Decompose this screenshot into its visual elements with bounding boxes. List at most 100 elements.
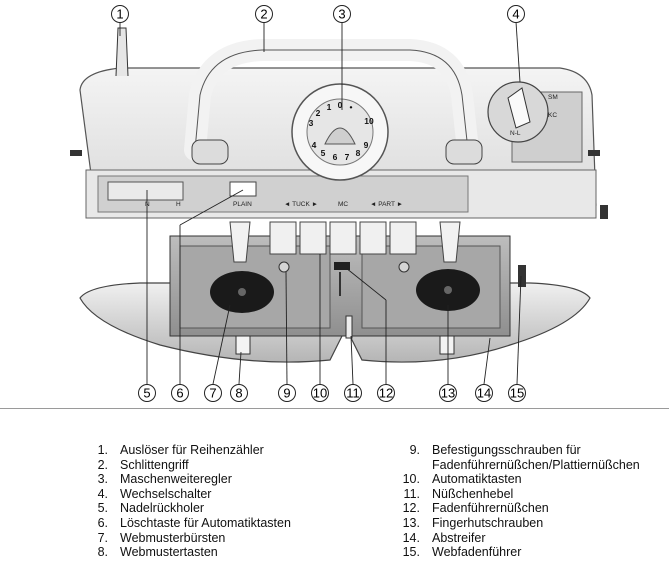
knitting-carriage-figure: N H PLAIN ◄ TUCK ► MC ◄ PART ► SM KC N-L… xyxy=(70,5,608,402)
callout-13: 13 xyxy=(439,384,457,402)
legend-number: 12. xyxy=(402,501,420,516)
label-mc: MC xyxy=(338,201,348,208)
dial-2: 2 xyxy=(316,108,321,118)
legend-text: Maschenweiteregler xyxy=(120,472,232,487)
legend-text: Befestigungsschrauben für xyxy=(432,443,581,457)
dial-7: 7 xyxy=(345,152,350,162)
callout-13-label: 13 xyxy=(441,386,455,401)
callout-8-label: 8 xyxy=(235,386,242,401)
legend-item: 1. Auslöser für Reihenzähler xyxy=(82,443,291,458)
legend-item: 4. Wechselschalter xyxy=(82,487,291,502)
legend-number: 3. xyxy=(97,472,108,487)
callout-5: 5 xyxy=(138,384,156,402)
dial-3: 3 xyxy=(309,118,314,128)
legend-text: Abstreifer xyxy=(432,530,486,545)
legend-number: 2. xyxy=(97,457,108,472)
legend-item: 14. Abstreifer xyxy=(382,531,640,546)
legend-item: 9. Befestigungsschrauben für xyxy=(382,443,640,458)
legend-number: 9. xyxy=(409,443,420,457)
dial-5: 5 xyxy=(321,148,326,158)
legend-number: 7. xyxy=(97,530,108,545)
legend-number: 14. xyxy=(402,530,420,545)
callout-12: 12 xyxy=(377,384,395,402)
dial-9: 9 xyxy=(364,140,369,150)
legend-number: 6. xyxy=(97,515,108,530)
legend-item: 15. Webfadenführer xyxy=(382,545,640,560)
callout-7-label: 7 xyxy=(209,386,216,401)
callout-15: 15 xyxy=(508,384,526,402)
row-counter-release xyxy=(115,27,129,77)
callout-11: 11 xyxy=(344,384,362,402)
legend-number: 5. xyxy=(97,501,108,516)
callout-14-label: 14 xyxy=(477,386,491,401)
label-kc: KC xyxy=(548,112,557,119)
callout-3: 3 xyxy=(333,5,351,23)
callout-9: 9 xyxy=(278,384,296,402)
callout-4-label: 4 xyxy=(512,7,519,22)
label-tuck: ◄ TUCK ► xyxy=(284,201,318,208)
legend-number: 1. xyxy=(97,443,108,457)
label-plain: PLAIN xyxy=(233,201,252,208)
dial-4: 4 xyxy=(312,140,317,150)
legend-item: 11. Nüßchenhebel xyxy=(382,487,640,502)
callout-2-label: 2 xyxy=(260,7,267,22)
callout-15-label: 15 xyxy=(510,386,524,401)
callout-8: 8 xyxy=(230,384,248,402)
legend-text: Fadenführernüßchen xyxy=(432,501,549,516)
callout-12-label: 12 xyxy=(379,386,393,401)
legend-text: Löschtaste für Automatiktasten xyxy=(120,515,291,530)
legend-text: Nüßchenhebel xyxy=(432,486,514,501)
legend-item: 10. Automatiktasten xyxy=(382,472,640,487)
legend-text: Schlittengriff xyxy=(120,457,189,472)
dial-6: 6 xyxy=(333,152,338,162)
legend-item: 3. Maschenweiteregler xyxy=(82,472,291,487)
legend-item: 7. Webmusterbürsten xyxy=(82,531,291,546)
legend-item: 8. Webmustertasten xyxy=(82,545,291,560)
label-h: H xyxy=(176,201,181,208)
legend-text: Fadenführernüßchen/Plattiernüßchen xyxy=(432,457,640,472)
legend-text: Automatiktasten xyxy=(432,472,522,487)
legend-right-column: 9. Befestigungsschrauben für Fadenführern… xyxy=(382,443,640,560)
callout-1-label: 1 xyxy=(116,7,123,22)
legend-text: Webmusterbürsten xyxy=(120,530,226,545)
dial-10: 10 xyxy=(364,116,374,126)
label-part: ◄ PART ► xyxy=(370,201,403,208)
dial-0: 0 xyxy=(338,100,343,110)
legend-text: Auslöser für Reihenzähler xyxy=(120,443,264,457)
legend-number: 10. xyxy=(402,472,420,487)
label-nl: N-L xyxy=(510,130,521,137)
callout-9-label: 9 xyxy=(283,386,290,401)
legend-text: Wechselschalter xyxy=(120,486,212,501)
dial-8: 8 xyxy=(356,148,361,158)
callout-6-label: 6 xyxy=(176,386,183,401)
legend-left-column: 1. Auslöser für Reihenzähler 2. Schlitteng… xyxy=(82,443,291,560)
legend-item: Fadenführernüßchen/Plattiernüßchen xyxy=(382,458,640,473)
callout-11-label: 11 xyxy=(346,386,360,401)
legend-text: Fingerhutschrauben xyxy=(432,515,544,530)
callout-14: 14 xyxy=(475,384,493,402)
callout-4: 4 xyxy=(507,5,525,23)
legend-text: Nadelrückholer xyxy=(120,501,205,516)
legend-number: 11. xyxy=(403,486,420,501)
legend-text: Webmustertasten xyxy=(120,545,218,560)
callout-5-label: 5 xyxy=(143,386,150,401)
callout-10: 10 xyxy=(311,384,329,402)
legend-item: 6. Löschtaste für Automatiktasten xyxy=(82,516,291,531)
legend-item: 12. Fadenführernüßchen xyxy=(382,501,640,516)
legend-item: 13. Fingerhutschrauben xyxy=(382,516,640,531)
legend-item: 2. Schlittengriff xyxy=(82,458,291,473)
callout-1: 1 xyxy=(111,5,129,23)
legend-number: 13. xyxy=(402,515,420,530)
legend-number: 15. xyxy=(402,545,420,560)
callout-7: 7 xyxy=(204,384,222,402)
legend-number: 4. xyxy=(97,486,108,501)
legend-text: Webfadenführer xyxy=(432,545,522,560)
dial-1: 1 xyxy=(327,102,332,112)
automatic-keys xyxy=(269,221,417,255)
callout-2: 2 xyxy=(255,5,273,23)
legend-number: 8. xyxy=(97,545,108,560)
label-n: N xyxy=(145,201,150,208)
callout-3-label: 3 xyxy=(338,7,345,22)
legend-number xyxy=(382,458,432,473)
divider-line xyxy=(0,408,669,409)
